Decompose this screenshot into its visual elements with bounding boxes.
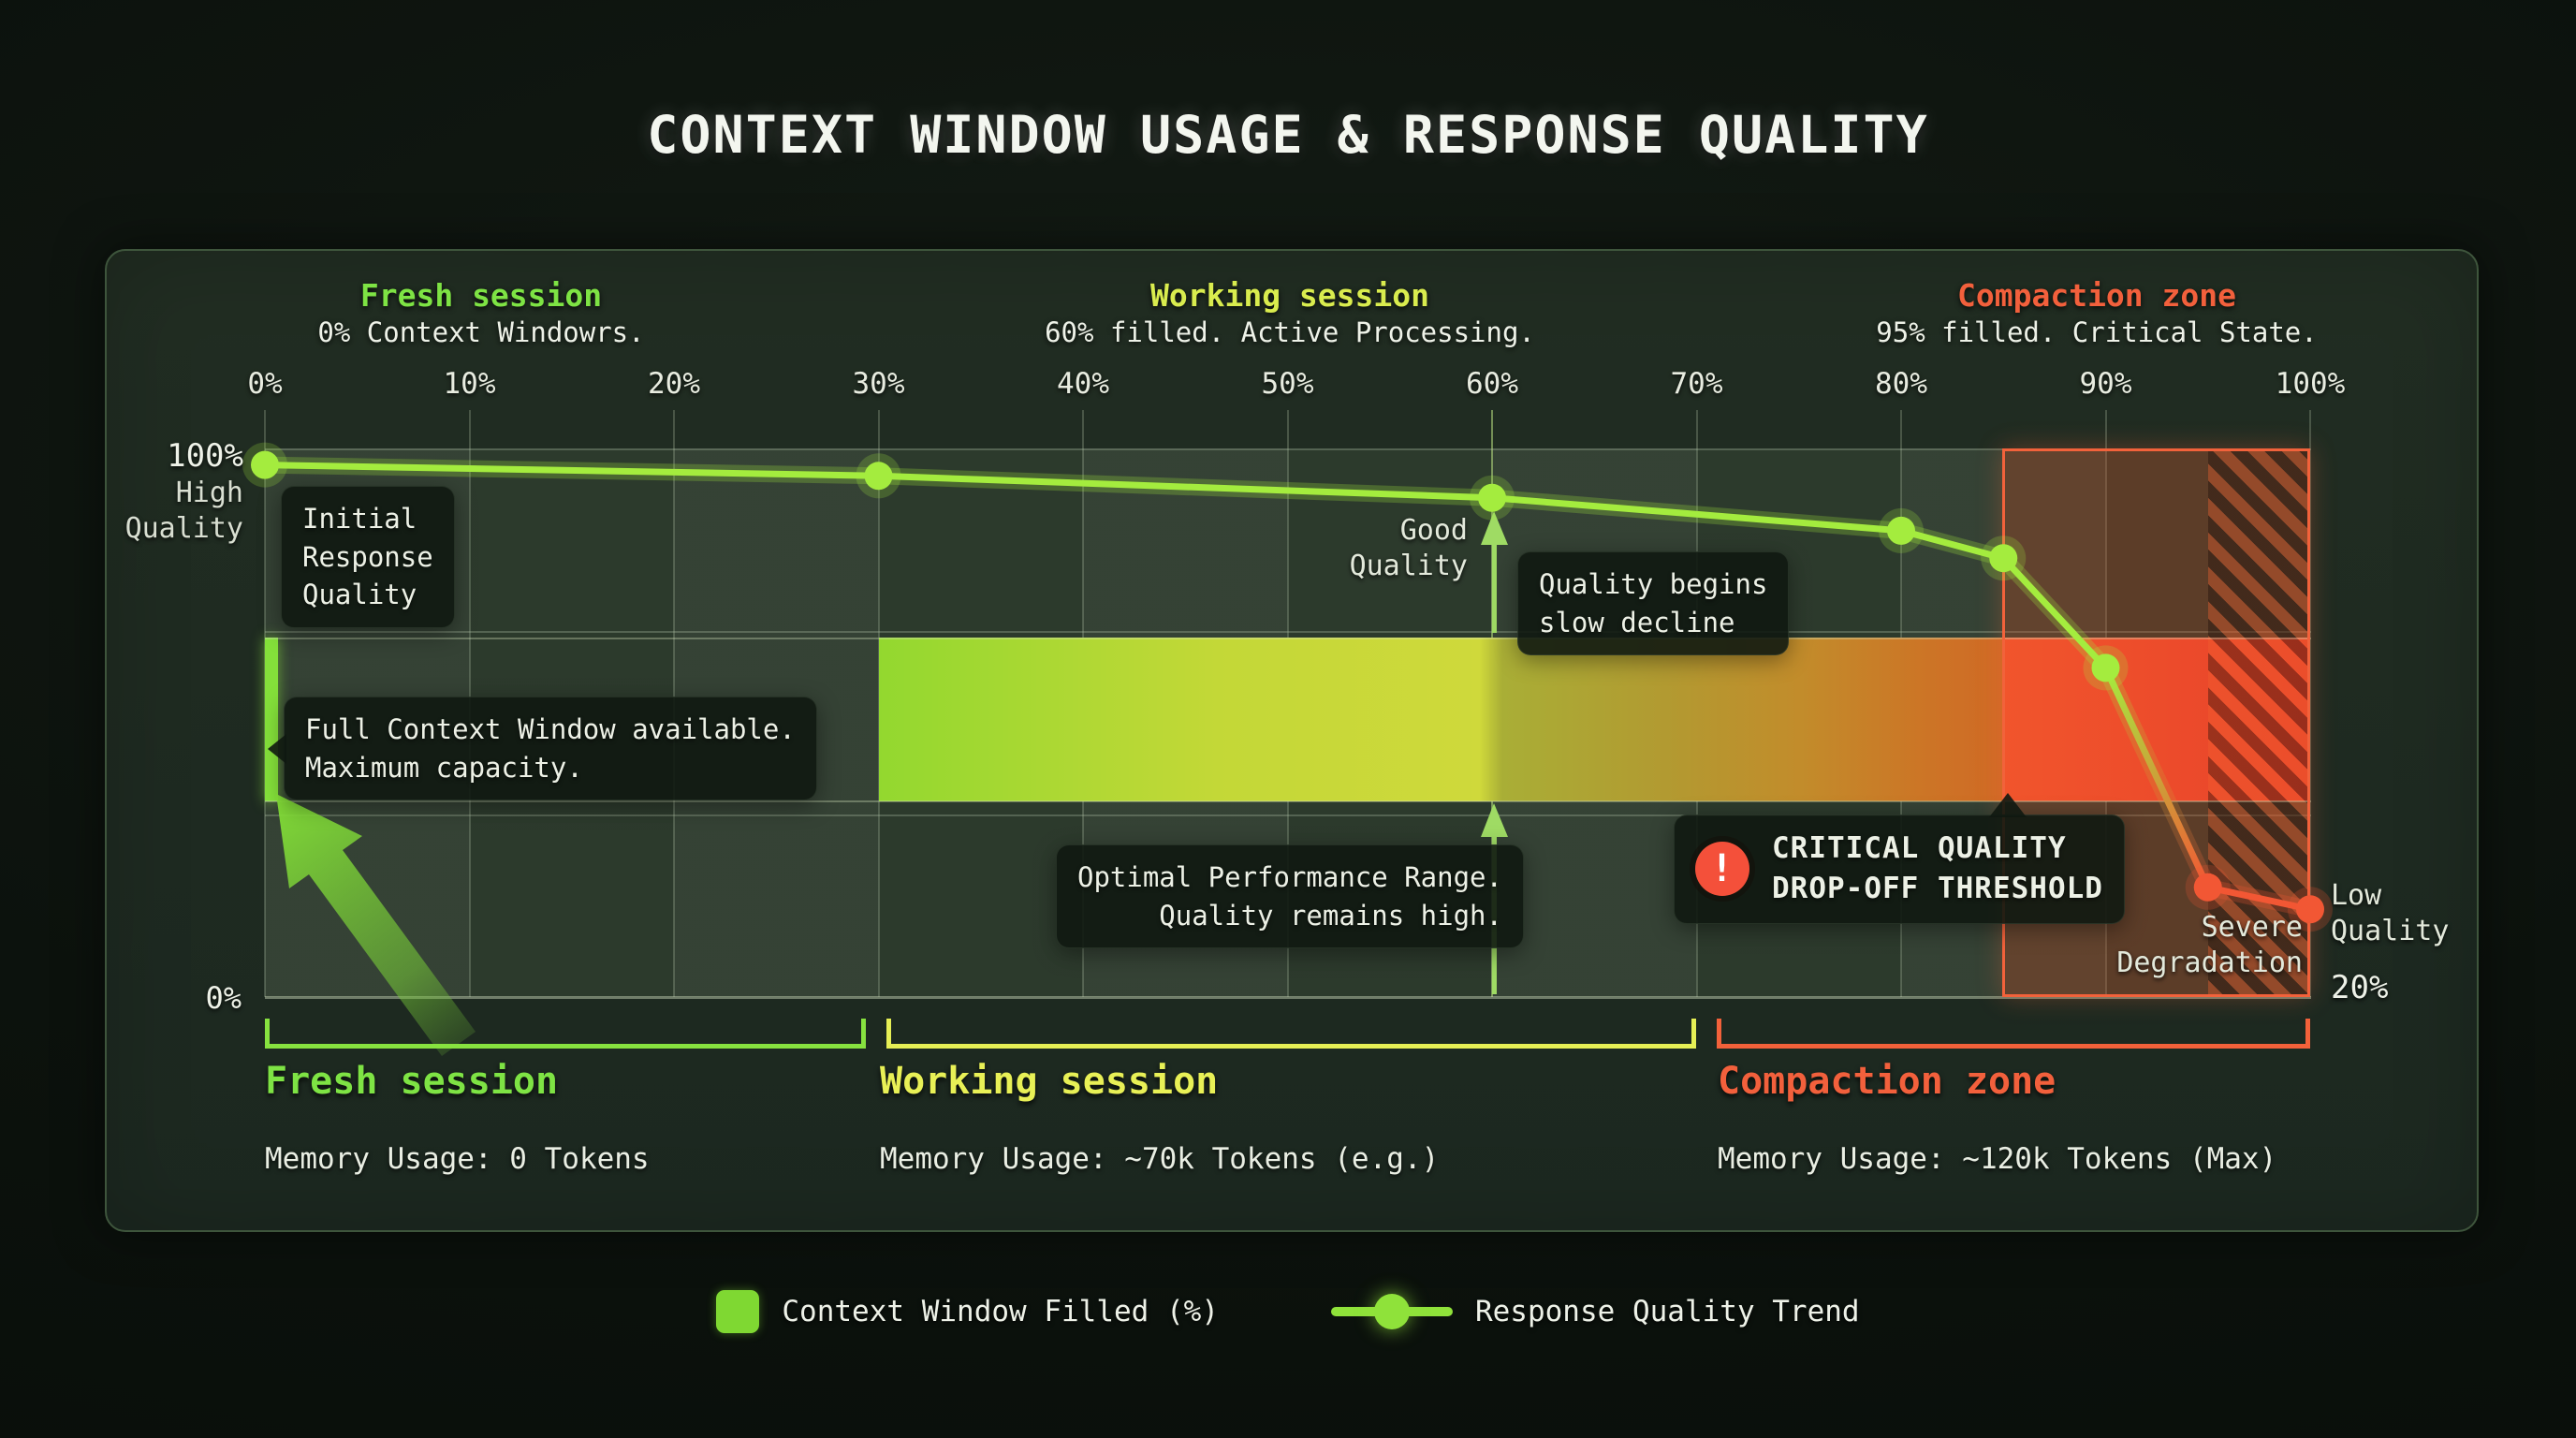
zone-header-working: Working session bbox=[1149, 277, 1430, 314]
context-bar-fresh-strip bbox=[265, 638, 278, 801]
footer-memory-working: Memory Usage: ~70k Tokens (e.g.) bbox=[880, 1142, 1440, 1176]
x-tick-label: 40% bbox=[1057, 367, 1109, 401]
annotation-quality-begins-decline: Quality begins slow decline bbox=[1517, 551, 1790, 656]
footer-memory-compaction: Memory Usage: ~120k Tokens (Max) bbox=[1718, 1142, 2277, 1176]
x-tick-label: 100% bbox=[2275, 367, 2346, 401]
y-right-20-label: 20% bbox=[2331, 969, 2389, 1006]
legend-item-context-window: Context Window Filled (%) bbox=[716, 1290, 1219, 1333]
y-axis-0-label: 0% bbox=[205, 980, 242, 1016]
legend-label-quality-trend: Response Quality Trend bbox=[1474, 1295, 1860, 1328]
footer-title-working: Working session bbox=[880, 1060, 1219, 1103]
context-bar-gradient bbox=[879, 638, 2002, 801]
vertical-gridline bbox=[877, 410, 880, 997]
footer-title-compaction: Compaction zone bbox=[1718, 1060, 2056, 1103]
zone-header-fresh: Fresh session bbox=[359, 277, 603, 314]
x-axis-baseline bbox=[265, 996, 2311, 999]
zone-subtitle-fresh: 0% Context Windowrs. bbox=[317, 316, 645, 348]
legend-label-context-window: Context Window Filled (%) bbox=[782, 1295, 1219, 1328]
x-tick-label: 10% bbox=[443, 367, 496, 401]
horizontal-gridline bbox=[265, 448, 2311, 450]
horizontal-gridline bbox=[265, 814, 2311, 816]
green-square-swatch-icon bbox=[716, 1290, 760, 1333]
bracket-working-session bbox=[886, 1019, 1696, 1049]
vertical-gridline bbox=[2309, 410, 2311, 997]
x-tick-label: 20% bbox=[648, 367, 700, 401]
x-tick-label: 70% bbox=[1670, 367, 1723, 401]
footer-memory-fresh: Memory Usage: 0 Tokens bbox=[265, 1142, 650, 1176]
y-axis-high-quality-label: High Quality bbox=[124, 477, 243, 545]
zone-subtitle-compaction: 95% filled. Critical State. bbox=[1876, 316, 2318, 348]
band-bottom-line bbox=[265, 800, 2311, 802]
annotation-optimal-performance: Optimal Performance Range. Quality remai… bbox=[1056, 844, 1524, 949]
x-tick-label: 60% bbox=[1466, 367, 1518, 401]
bracket-compaction-zone bbox=[1717, 1019, 2310, 1049]
bracket-fresh-session bbox=[265, 1019, 866, 1049]
footer-title-fresh: Fresh session bbox=[265, 1060, 559, 1103]
page-title: CONTEXT WINDOW USAGE & RESPONSE QUALITY bbox=[647, 105, 1929, 165]
annotation-initial-response-quality: Initial Response Quality bbox=[281, 486, 455, 628]
line-dot-swatch-icon bbox=[1330, 1294, 1453, 1329]
x-tick-label: 90% bbox=[2079, 367, 2132, 401]
critical-pointer-arrow bbox=[1989, 793, 2027, 817]
warning-icon: ! bbox=[1695, 842, 1749, 897]
zone-subtitle-working: 60% filled. Active Processing. bbox=[1045, 316, 1535, 348]
annotation-full-context-window: Full Context Window available. Maximum c… bbox=[268, 697, 817, 801]
legend-item-quality-trend: Response Quality Trend bbox=[1330, 1294, 1860, 1329]
severe-degradation-label: Severe Degradation bbox=[2116, 911, 2303, 979]
annotation-critical-threshold: ! CRITICAL QUALITY DROP-OFF THRESHOLD bbox=[1674, 793, 2125, 924]
horizontal-gridline bbox=[265, 631, 2311, 634]
compaction-zone-border bbox=[2002, 448, 2310, 997]
zone-header-compaction: Compaction zone bbox=[1956, 277, 2237, 314]
x-tick-label: 50% bbox=[1261, 367, 1314, 401]
y-axis-100-label: 100% bbox=[167, 437, 243, 475]
x-tick-label: 30% bbox=[852, 367, 905, 401]
good-quality-label: Good Quality bbox=[1349, 514, 1468, 582]
legend: Context Window Filled (%) Response Quali… bbox=[0, 1290, 2576, 1333]
band-top-line bbox=[265, 638, 2311, 639]
critical-threshold-text: CRITICAL QUALITY DROP-OFF THRESHOLD bbox=[1772, 831, 2103, 906]
x-tick-label: 80% bbox=[1875, 367, 1927, 401]
low-quality-label: Low Quality bbox=[2331, 879, 2450, 947]
x-tick-label: 0% bbox=[247, 367, 283, 401]
